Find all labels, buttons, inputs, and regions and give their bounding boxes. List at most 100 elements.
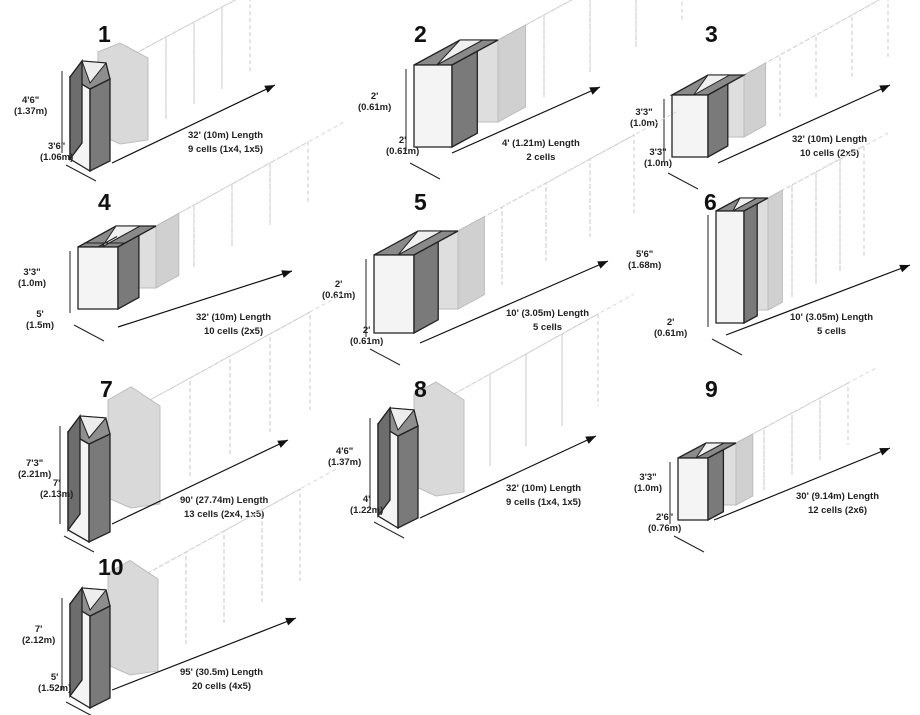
gabion-diagram-8: 8 4'6"(1.37m) 4'(1.22m) 32' (10m) Length… [320,293,635,545]
dashed-back-edge [149,289,351,401]
side-face [413,240,439,335]
width-dimension-line [673,535,705,553]
dashed-cell-outline [489,353,527,466]
width-dimension-line [373,521,405,539]
front-face [413,64,453,148]
length-arrow-head [899,264,910,273]
diagram-number: 9 [705,376,718,402]
inner-wall [81,587,107,612]
gabion-figure-7 [59,289,351,553]
dashed-cell-outline [791,171,817,297]
length-arrow-line [451,86,601,154]
gabion-diagram-9: 9 3'3"(1.0m) 2'6"(0.76m) 30' (9.14m) Len… [620,367,920,553]
gabion-figure-6 [707,132,911,356]
side-face [743,202,758,325]
width-dimension-line [667,172,699,190]
second-cell [107,386,161,509]
gabion-diagram-5: 5 2'(0.61m) 2'(0.61m) 10' (3.05m) Length… [320,110,679,366]
dashed-back-edge [155,120,347,227]
dashed-back-edge [453,293,635,395]
side-face [89,604,111,710]
dashed-back-edge [147,467,339,574]
width-label: 5'(1.5m) [26,309,54,331]
dashed-cell-outline [779,34,817,117]
dashed-cell-outline [545,158,591,261]
height-label: 7'3"(2.21m) [18,458,52,480]
diagram-number: 4 [98,189,111,215]
length-arrow-head [879,448,890,456]
dashed-top-edge [707,0,881,96]
dashed-back-edge [743,0,881,76]
height-label: 3'3"(1.0m) [634,472,662,494]
diagram-number: 10 [98,554,124,580]
second-cell [107,559,159,676]
side-face [451,50,478,149]
gabion-diagram-6: 6 5'6"(1.68m) 2'(0.61m) 10' (3.05m) Leng… [620,132,920,360]
diagram-number: 7 [100,376,113,402]
side-face [707,448,725,522]
left-face [377,406,391,518]
left-face [67,414,81,532]
dashed-cell-outline [193,6,223,104]
length-arrow-line [725,264,911,336]
cell-divider [97,235,118,248]
width-dimension-line [409,162,441,180]
length-arrow-head [281,270,292,278]
dashed-cell-outline [815,14,853,97]
gabion-diagram-7: 7 7'3"(2.21m) 7'(2.13m) 90' (27.74m) Len… [0,289,351,553]
inner-wall [101,225,141,248]
front-face [715,210,745,324]
inner-wall [693,74,732,96]
diagram-number: 3 [705,21,718,47]
width-dimension-line [73,324,105,342]
height-label: 4'6"(1.37m) [14,95,48,117]
dashed-top-edge [707,382,849,459]
gabion-figure-9 [669,367,891,553]
inner-wall [79,415,107,439]
width-label: 4'(1.22m) [350,494,384,516]
gabion-figure-5 [365,110,679,366]
diagram-number: 6 [704,189,717,215]
dashed-cell-outline [185,530,225,644]
dashed-back-edge [735,367,877,444]
diagram-number: 1 [98,21,111,47]
gabion-figure-3 [663,0,891,190]
length-arrow-line [419,435,597,519]
dashed-cell-outline [763,412,793,490]
dashed-cell-outline [589,134,635,237]
second-cell-side [457,215,485,310]
side-face [707,82,729,159]
dashed-cell-outline [193,183,233,267]
length-arrow-line [713,447,891,521]
width-label: 3'6"(1.06m) [40,141,74,163]
second-cell [413,381,465,497]
length-arrow-head [264,85,275,93]
front-face [671,94,709,158]
width-label: 5'(1.52m) [38,672,72,694]
gabion-diagram-1: 1 4'6"(1.37m) 3'6"(1.06m) 32' (10m) Leng… [0,0,300,190]
width-label: 2'(0.61m) [350,325,384,347]
inner-wall [397,230,443,256]
side-face [88,432,111,544]
gabion-diagram-10: 10 7'(2.12m) 5'(1.52m) 95' (30.5m) Lengt… [0,467,339,715]
length-arrow-head [277,440,288,448]
height-label: 3'3"(1.0m) [18,267,46,289]
dashed-back-edge [497,0,573,41]
dashed-back-edge [767,132,889,199]
dashed-cell-outline [221,0,251,89]
second-cell-side [743,62,767,138]
second-cell-side [155,212,180,289]
dashed-cell-outline [839,145,865,271]
dashed-cell-outline [589,0,637,72]
width-dimension-line [711,338,743,356]
dashed-top-edge [109,0,237,68]
width-label: 2'6"(0.76m) [648,512,682,534]
inner-wall [389,407,415,432]
length-arrow-line [717,84,891,164]
